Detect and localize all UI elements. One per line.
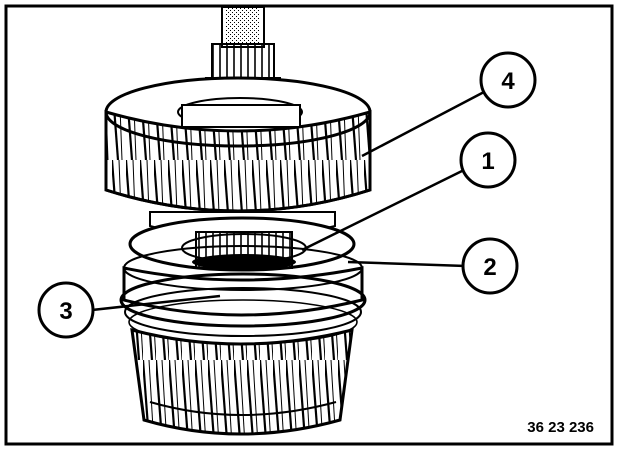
- callout-3: 3: [37, 281, 95, 339]
- lower-gear-housing: [119, 245, 367, 436]
- synchronizer-collar: [128, 211, 356, 272]
- callout-1-label: 1: [481, 148, 494, 175]
- callout-4-label: 4: [501, 68, 515, 95]
- figure-reference-number: 36 23 236: [527, 419, 594, 436]
- leader-line-3: [91, 294, 221, 312]
- leader-line-4: [361, 90, 485, 158]
- callout-2: 2: [461, 237, 519, 295]
- leader-line-2: [347, 260, 467, 268]
- gear-part-4: [104, 76, 372, 213]
- callout-1: 1: [459, 131, 517, 189]
- callout-2-label: 2: [483, 254, 496, 281]
- leader-line-1: [301, 168, 465, 252]
- callout-3-label: 3: [59, 298, 72, 325]
- callout-4: 4: [479, 51, 537, 109]
